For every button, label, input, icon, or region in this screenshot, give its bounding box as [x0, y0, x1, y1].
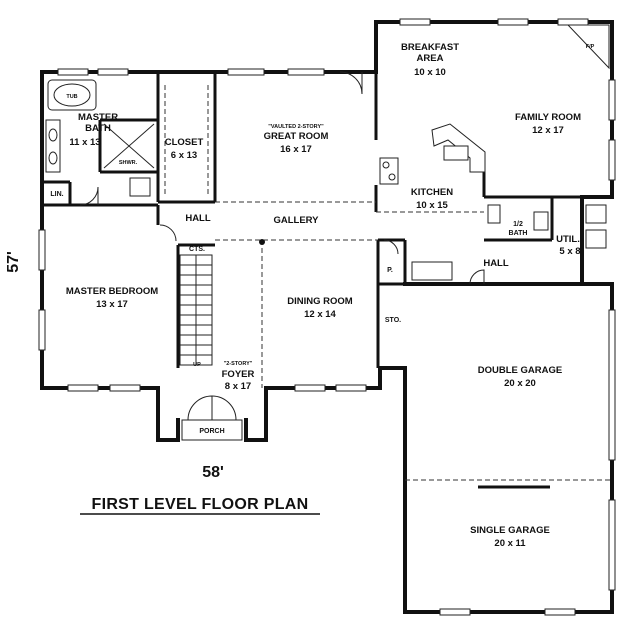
- foyer-note: "2-STORY": [224, 361, 253, 367]
- master-bedroom-name: MASTER BEDROOM: [66, 286, 158, 297]
- closet-size: 6 x 13: [171, 150, 197, 161]
- master-bath-name-1: MASTER: [78, 112, 118, 123]
- room-labels: BREAKFAST AREA 10 x 10 F/P FAMILY ROOM 1…: [50, 42, 594, 549]
- foyer-size: 8 x 17: [225, 381, 251, 392]
- hall-right-label: HALL: [483, 258, 509, 269]
- single-garage-size: 20 x 11: [494, 538, 526, 549]
- stairs: [179, 254, 213, 366]
- pantry-label: P.: [387, 267, 393, 274]
- dashed-openings: [215, 201, 612, 481]
- foyer-name: FOYER: [222, 369, 255, 380]
- master-bedroom-size: 13 x 17: [96, 299, 128, 310]
- closets-label: CTS.: [189, 246, 205, 253]
- porch-label: PORCH: [199, 428, 224, 435]
- kitchen-size: 10 x 15: [416, 200, 448, 211]
- utility-name: UTIL.: [556, 234, 580, 245]
- great-room-note: "VAULTED 2-STORY": [268, 124, 324, 130]
- fireplace-label: F/P: [586, 44, 595, 50]
- windows: [38, 18, 616, 616]
- closet-name: CLOSET: [165, 137, 204, 148]
- depth-dimension: 57': [5, 251, 22, 273]
- column: [259, 239, 265, 245]
- width-dimension: 58': [202, 464, 224, 481]
- plan-title: FIRST LEVEL FLOOR PLAN: [92, 496, 309, 513]
- family-room-size: 12 x 17: [532, 125, 564, 136]
- great-room-name: GREAT ROOM: [264, 131, 329, 142]
- fixtures: [45, 24, 610, 441]
- double-garage-size: 20 x 20: [504, 378, 536, 389]
- family-room-name: FAMILY ROOM: [515, 112, 581, 123]
- double-garage-name: DOUBLE GARAGE: [478, 365, 562, 376]
- breakfast-name-1: BREAKFAST: [401, 42, 459, 53]
- tub-label: TUB: [66, 94, 77, 100]
- interior-walls: [42, 72, 612, 368]
- master-bath-size: 11 x 13: [69, 137, 100, 148]
- dining-room-size: 12 x 14: [304, 309, 336, 320]
- dining-room-name: DINING ROOM: [287, 296, 353, 307]
- single-garage-name: SINGLE GARAGE: [470, 525, 550, 536]
- gallery-label: GALLERY: [273, 215, 319, 226]
- stair-up-label: UP: [193, 362, 201, 368]
- utility-size: 5 x 8: [559, 246, 580, 257]
- kitchen-name: KITCHEN: [411, 187, 453, 198]
- master-bath-name-2: BATH: [85, 123, 111, 134]
- shower-label: SHWR.: [119, 160, 138, 166]
- half-bath-name-2: BATH: [509, 230, 528, 237]
- linen-label: LIN.: [50, 191, 63, 198]
- breakfast-size: 10 x 10: [414, 67, 446, 78]
- breakfast-name-2: AREA: [417, 53, 444, 64]
- storage-label: STO.: [385, 317, 401, 324]
- hall-left-label: HALL: [185, 213, 211, 224]
- half-bath-name: 1/2: [513, 221, 523, 228]
- great-room-size: 16 x 17: [280, 144, 312, 155]
